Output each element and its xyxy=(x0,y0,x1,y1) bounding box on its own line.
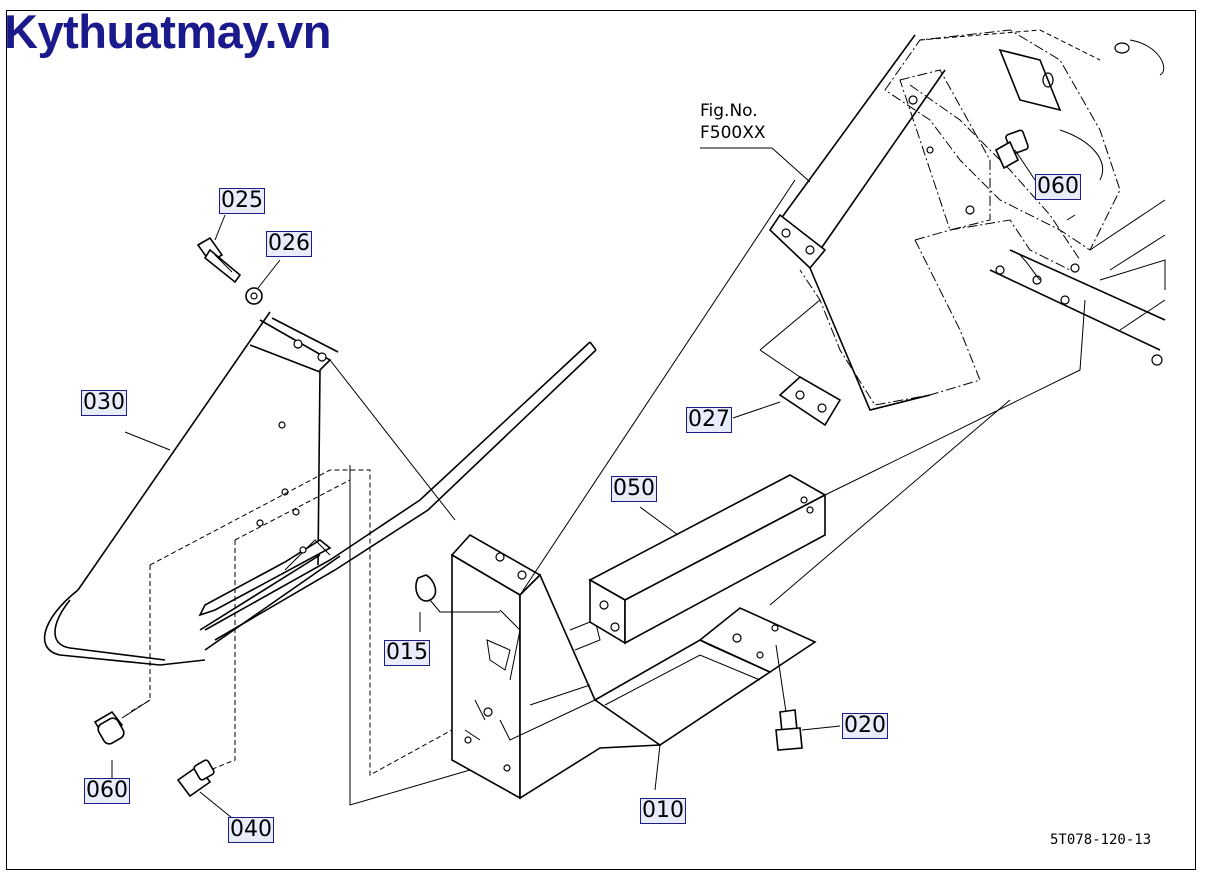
figure-reference: Fig.No. F500XX xyxy=(700,100,766,144)
drawing-frame xyxy=(6,10,1196,870)
stay-rod-030 xyxy=(43,311,341,666)
bolt-040 xyxy=(176,759,233,819)
callout-060-top[interactable]: 060 xyxy=(1035,174,1081,200)
plate-027 xyxy=(732,349,842,427)
upper-bracket xyxy=(799,69,1104,406)
fig-ref-leader xyxy=(700,147,811,183)
bolt-060-top xyxy=(994,129,1036,181)
callout-020[interactable]: 020 xyxy=(842,713,888,739)
callout-040[interactable]: 040 xyxy=(228,817,274,843)
callout-010[interactable]: 010 xyxy=(640,798,686,824)
clip-015 xyxy=(415,574,500,632)
diagonal-tube xyxy=(759,34,946,411)
callout-030[interactable]: 030 xyxy=(81,390,127,416)
bracket-010 xyxy=(450,179,817,800)
callout-015[interactable]: 015 xyxy=(384,640,430,666)
main-frame-beam xyxy=(884,29,1166,366)
bolt-025 xyxy=(196,214,242,284)
washer-026 xyxy=(245,259,281,305)
bolt-020 xyxy=(775,644,841,751)
callout-025[interactable]: 025 xyxy=(219,188,265,214)
cover-050 xyxy=(588,299,1086,645)
bolt-060-bottom xyxy=(93,699,151,778)
callout-060-bottom[interactable]: 060 xyxy=(84,778,130,804)
callout-026[interactable]: 026 xyxy=(266,231,312,257)
figure-ref-line2: F500XX xyxy=(700,123,766,143)
long-bent-rod xyxy=(204,341,597,641)
assembly-guides xyxy=(129,359,471,806)
site-watermark: Kythuatmay.vn xyxy=(4,5,331,58)
drawing-code: 5T078-120-13 xyxy=(1050,832,1152,848)
callout-050[interactable]: 050 xyxy=(611,476,657,502)
figure-ref-line1: Fig.No. xyxy=(700,101,758,121)
callout-027[interactable]: 027 xyxy=(686,407,732,433)
